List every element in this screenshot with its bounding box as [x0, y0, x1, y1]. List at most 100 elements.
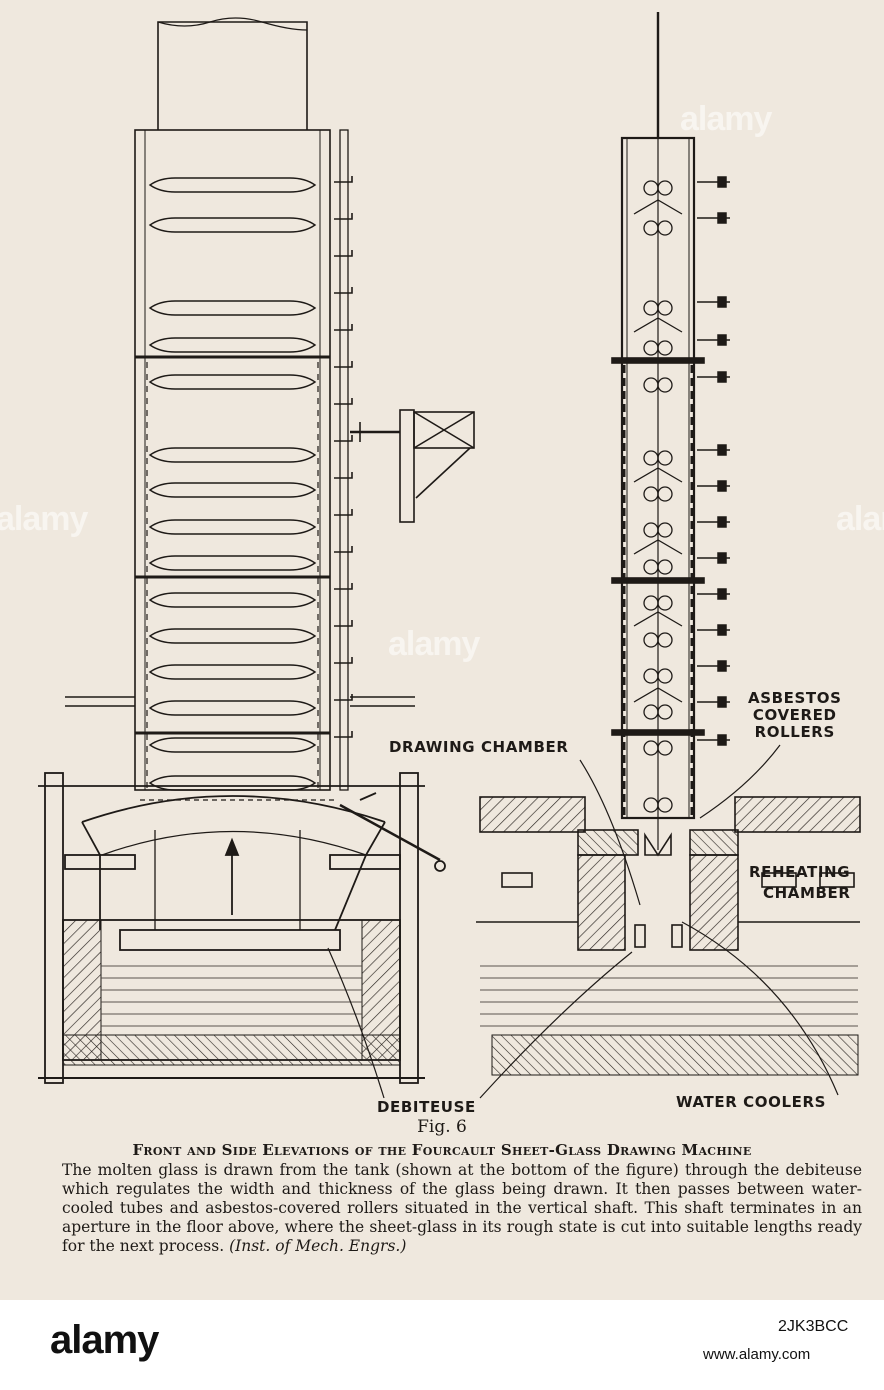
roller-circle: [657, 450, 673, 466]
ladder-rung: [334, 731, 353, 738]
stock-watermark-strip: [0, 1300, 884, 1390]
ladder-rung: [334, 435, 353, 442]
roller: [148, 592, 317, 608]
front-ladder-rungs: [334, 176, 353, 738]
roller: [148, 217, 317, 233]
roller-circle: [643, 340, 659, 356]
roller-circle: [643, 486, 659, 502]
deflector-chevron: [633, 199, 683, 215]
bolt-nut: [717, 696, 727, 708]
watermark-text: alamy: [388, 625, 480, 663]
fourcault-machine-figure: [38, 12, 861, 1099]
ladder-rung: [334, 250, 353, 257]
roller: [148, 555, 317, 571]
roller-circle: [657, 668, 673, 684]
caption-text: The molten glass is drawn from the tank …: [62, 1161, 862, 1255]
label-line: ASBESTOS: [748, 689, 842, 707]
roller: [148, 628, 317, 644]
side-chamber: [476, 796, 861, 951]
watermark-text: alamy: [836, 500, 884, 538]
label-debiteuse: DEBITEUSE: [377, 1098, 476, 1116]
label-line: COVERED: [752, 706, 837, 724]
ladder-rung: [334, 657, 353, 664]
bolt-nut: [717, 176, 727, 188]
roller: [148, 737, 317, 753]
bolt-nut: [717, 624, 727, 636]
side-elevation: [611, 12, 705, 850]
watermark-text: alamy: [680, 100, 772, 138]
ladder-rung: [334, 176, 353, 183]
bolt-nut: [717, 516, 727, 528]
stock-logo: alamy: [50, 1318, 159, 1362]
bolt-nut: [717, 734, 727, 746]
ladder-rung: [334, 324, 353, 331]
bolt-nut: [717, 334, 727, 346]
roller: [148, 447, 317, 463]
bolt-nut: [717, 588, 727, 600]
deflector-chevron: [633, 539, 683, 555]
roller-circle: [643, 668, 659, 684]
roller-circle: [657, 632, 673, 648]
roller-circle: [643, 632, 659, 648]
ladder-rung: [334, 694, 353, 701]
roller-circle: [643, 220, 659, 236]
roller-circle: [643, 450, 659, 466]
side-bracket: [350, 409, 475, 523]
figure-caption: The molten glass is drawn from the tank …: [62, 1161, 862, 1256]
roller: [148, 700, 317, 716]
label-drawing-chamber: DRAWING CHAMBER: [389, 738, 569, 756]
ladder-rung: [334, 213, 353, 220]
stock-image-id: 2JK3BCC: [778, 1318, 849, 1335]
roller: [148, 519, 317, 535]
roller-circle: [643, 522, 659, 538]
roller-circle: [643, 180, 659, 196]
roller-circle: [657, 180, 673, 196]
roller: [148, 337, 317, 353]
roller-circle: [643, 740, 659, 756]
front-elevation: [134, 17, 349, 791]
roller-circle: [657, 797, 673, 813]
roller-circle: [643, 300, 659, 316]
roller-circle: [657, 704, 673, 720]
bolt-nut: [717, 296, 727, 308]
label-line: CHAMBER: [763, 884, 851, 902]
roller-circle: [643, 704, 659, 720]
front-rollers: [148, 177, 317, 791]
ladder-rung: [334, 361, 353, 368]
bolt-nut: [717, 444, 727, 456]
roller-circle: [657, 300, 673, 316]
deflector-chevron: [633, 611, 683, 627]
roller-circle: [657, 595, 673, 611]
roller: [148, 177, 317, 193]
roller: [148, 374, 317, 390]
roller-circle: [657, 340, 673, 356]
ladder-rung: [334, 472, 353, 479]
roller-circle: [643, 559, 659, 575]
deflector-chevron: [633, 687, 683, 703]
roller-circle: [657, 559, 673, 575]
scanned-page: ASBESTOS COVERED ROLLERS DRAWING CHAMBER…: [0, 12, 884, 1256]
roller-circle: [643, 797, 659, 813]
watermark-text: alamy: [0, 500, 88, 538]
label-reheating-chamber: REHEATING CHAMBER: [749, 854, 851, 912]
ladder-rung: [334, 583, 353, 590]
roller: [148, 664, 317, 680]
roller-circle: [643, 595, 659, 611]
bolt-nut: [717, 480, 727, 492]
roller: [148, 775, 317, 791]
roller-circle: [657, 220, 673, 236]
roller: [148, 482, 317, 498]
roller-circle: [657, 740, 673, 756]
label-line: REHEATING: [749, 863, 851, 881]
ladder-rung: [334, 287, 353, 294]
ladder-rung: [334, 620, 353, 627]
ladder-rung: [334, 398, 353, 405]
bolt-nut: [717, 552, 727, 564]
caption-source: (Inst. of Mech. Engrs.): [229, 1237, 407, 1255]
bolt-nut: [717, 660, 727, 672]
ladder-rung: [334, 509, 353, 516]
deflector-chevron: [633, 467, 683, 483]
roller-circle: [657, 377, 673, 393]
roller-circle: [643, 377, 659, 393]
horizontal-rails: [65, 696, 415, 707]
